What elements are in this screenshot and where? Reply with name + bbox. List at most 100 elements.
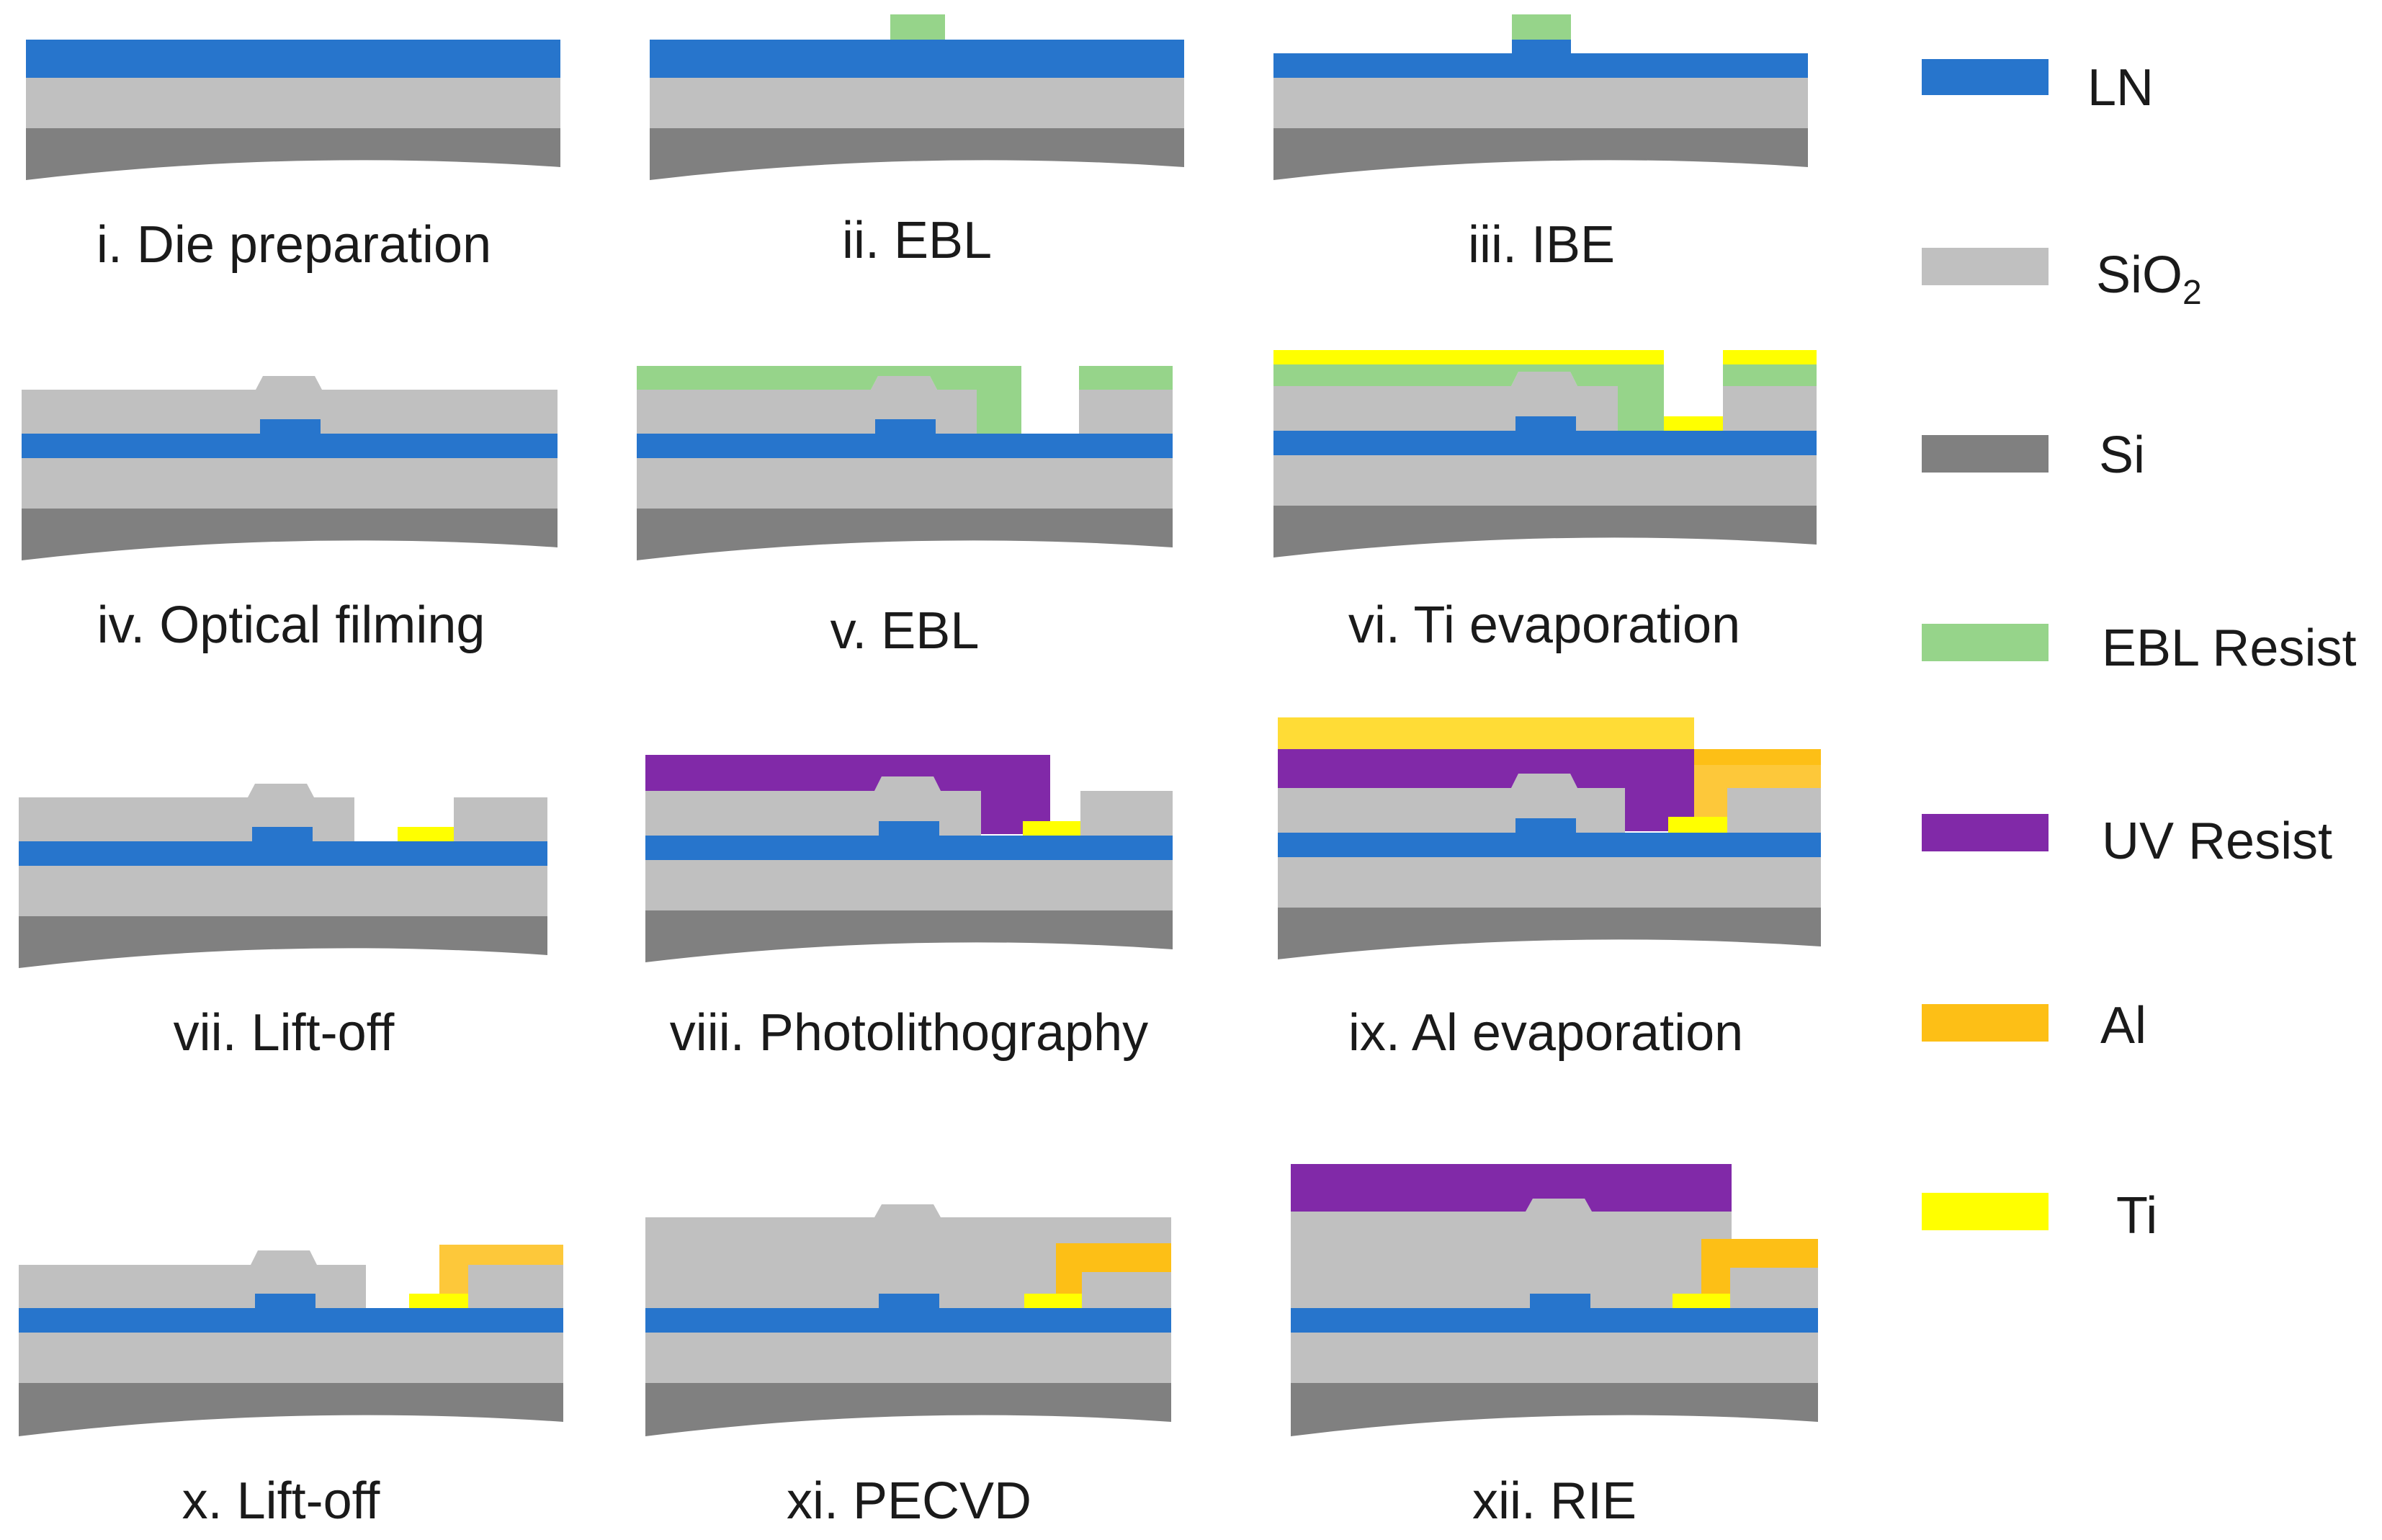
si-layer	[22, 509, 558, 560]
ln-slab	[645, 836, 1173, 860]
ln-slab	[637, 434, 1173, 458]
sio2-top-cladding	[1291, 1199, 1818, 1308]
ebl-resist-mask	[1512, 14, 1571, 40]
step-1-diagram	[26, 40, 560, 180]
ln-layer	[26, 40, 560, 78]
ln-slab	[1273, 431, 1817, 455]
ln-ridge	[879, 1294, 939, 1308]
legend-label-sio2: SiO2	[2096, 246, 2202, 312]
al-electrode	[439, 1245, 563, 1294]
ln-slab	[1273, 53, 1808, 78]
al-electrode	[1701, 1239, 1818, 1294]
ln-ridge	[1530, 1294, 1590, 1308]
legend-swatch-sio2	[1922, 248, 2049, 285]
sio2-cladding-right	[1079, 390, 1173, 434]
ln-ridge	[1512, 40, 1571, 54]
legend-label-sio2-subscript: 2	[2182, 274, 2202, 312]
step-10-diagram	[19, 1245, 563, 1436]
sio2-cladding-right	[1723, 386, 1817, 431]
ebl-resist-right	[1723, 364, 1817, 386]
legend-label-si: Si	[2099, 426, 2145, 484]
si-layer	[19, 1383, 563, 1436]
sio2-bottom-layer	[637, 458, 1173, 509]
si-layer	[1273, 506, 1817, 558]
sio2-bottom-layer	[1291, 1333, 1818, 1383]
si-layer	[645, 1383, 1171, 1436]
step-label: v. EBL	[830, 602, 980, 660]
step-2-diagram	[650, 14, 1184, 180]
ti-top-right	[1723, 350, 1817, 364]
si-layer	[1291, 1383, 1818, 1436]
legend-label-al: Al	[2100, 997, 2146, 1055]
step-label: iii. IBE	[1468, 216, 1615, 274]
step-6-diagram	[1273, 350, 1817, 558]
ebl-resist-mask	[890, 14, 945, 40]
si-layer	[26, 128, 560, 180]
sio2-cladding-left	[1278, 774, 1625, 833]
step-label: vi. Ti evaporation	[1348, 596, 1740, 654]
step-9-diagram	[1278, 717, 1821, 959]
si-layer	[19, 916, 547, 968]
sio2-bottom-layer	[22, 458, 558, 509]
sio2-cladding-right	[1080, 791, 1173, 836]
sio2-layer	[650, 78, 1184, 128]
step-label: x. Lift-off	[182, 1472, 381, 1530]
ti-top-left	[1273, 350, 1664, 364]
ln-ridge	[879, 821, 939, 836]
ti-pad	[1024, 1294, 1082, 1308]
si-layer	[1273, 128, 1808, 180]
si-layer	[1278, 908, 1821, 959]
al-electrode	[1056, 1243, 1171, 1294]
sio2-cladding-left	[1273, 372, 1618, 431]
step-label: ix. Al evaporation	[1348, 1004, 1743, 1062]
legend-swatch-al	[1922, 1004, 2049, 1042]
al-step-layer	[1694, 749, 1821, 817]
si-layer	[650, 128, 1184, 180]
ln-slab	[19, 1308, 563, 1333]
sio2-top-cladding	[645, 1204, 1171, 1308]
al-top-layer	[1278, 717, 1694, 749]
legend-label-ln: LN	[2087, 59, 2154, 117]
ti-pad	[1664, 416, 1723, 431]
ln-slab	[1278, 833, 1821, 857]
legend-swatch-uv-resist	[1922, 814, 2049, 851]
al-top-right	[1694, 749, 1821, 765]
step-3-diagram	[1273, 14, 1808, 180]
step-label: ii. EBL	[842, 212, 992, 269]
ti-pad	[1668, 817, 1727, 833]
step-8-diagram	[645, 755, 1173, 962]
sio2-bottom-layer	[1273, 455, 1817, 506]
sio2-cladding-left	[645, 776, 981, 836]
step-label: vii. Lift-off	[174, 1004, 395, 1062]
ln-ridge	[252, 827, 313, 841]
ti-pad	[409, 1294, 468, 1308]
legend-swatch-ln	[1922, 59, 2049, 95]
legend: LN SiO2 Si EBL Resist UV Resist Al Ti	[1922, 59, 2356, 1245]
ln-ridge	[260, 419, 321, 434]
step-label: i. Die preparation	[97, 216, 491, 274]
step-5-diagram	[637, 366, 1173, 560]
ln-ridge	[875, 419, 936, 434]
ln-slab	[645, 1308, 1171, 1333]
step-label: xii. RIE	[1472, 1472, 1636, 1530]
ti-pad	[1673, 1294, 1730, 1308]
uv-resist	[645, 755, 1050, 834]
sio2-cladding-right	[468, 1265, 563, 1308]
si-layer	[637, 509, 1173, 560]
ti-pad	[398, 827, 454, 841]
step-7-diagram	[19, 784, 547, 968]
step-label: xi. PECVD	[787, 1472, 1031, 1530]
ebl-resist-right	[1079, 366, 1173, 390]
sio2-bottom-layer	[645, 860, 1173, 910]
sio2-cladding	[22, 376, 558, 434]
step-label: viii. Photolithography	[670, 1004, 1148, 1062]
legend-label-ti: Ti	[2116, 1187, 2157, 1245]
ln-ridge	[255, 1294, 315, 1308]
sio2-bottom-layer	[19, 1333, 563, 1383]
legend-swatch-ti	[1922, 1193, 2049, 1230]
sio2-cladding-right	[454, 797, 547, 841]
step-4-diagram	[22, 376, 558, 560]
sio2-bottom-layer	[1278, 857, 1821, 908]
step-12-diagram	[1291, 1164, 1818, 1436]
ti-pad	[1023, 821, 1080, 836]
